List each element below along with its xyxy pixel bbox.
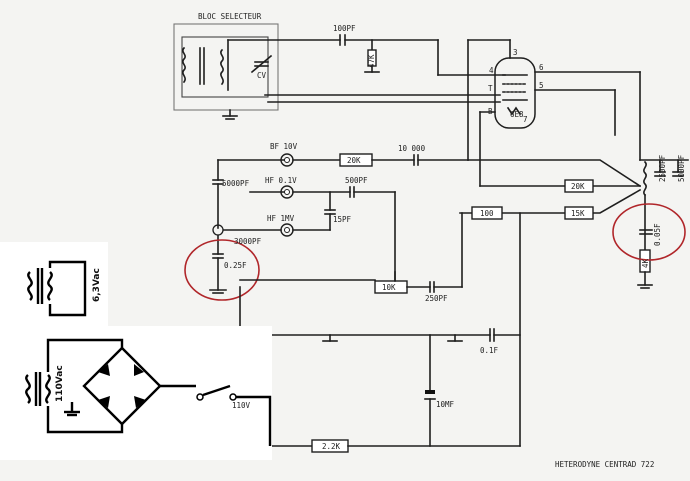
t2-top-wire bbox=[46, 338, 124, 372]
c5000pf-left-label: 5000PF bbox=[222, 179, 250, 188]
tube-6e8 bbox=[479, 57, 641, 161]
r10k-label: 10K bbox=[382, 283, 396, 292]
pin4-label: 4 bbox=[489, 66, 494, 75]
grid-leak-label: 47K bbox=[367, 54, 376, 68]
oscillator-section bbox=[459, 111, 689, 289]
r20k-top-label: 20K bbox=[347, 156, 361, 165]
pin5-label: 5 bbox=[539, 81, 544, 90]
output-section bbox=[184, 153, 469, 301]
selector-box bbox=[173, 23, 279, 111]
bloc-selecteur bbox=[173, 23, 279, 120]
bloc-selecteur-label: BLOC SELECTEUR bbox=[198, 12, 262, 21]
bridge-outline bbox=[82, 346, 162, 426]
r4k-label: 4K bbox=[641, 258, 650, 268]
t2-secondary bbox=[45, 374, 51, 404]
c500pf-label: 500PF bbox=[345, 176, 368, 185]
t1-output-loop bbox=[48, 260, 87, 317]
coil-right bbox=[220, 48, 224, 86]
r100-label: 100 bbox=[480, 209, 494, 218]
c2500pf-label: 2500PF bbox=[658, 154, 667, 182]
diode-4 bbox=[134, 396, 146, 408]
r20k-right bbox=[564, 179, 594, 193]
c01f-label: 0.1F bbox=[480, 346, 499, 355]
hf-01v-label: HF 0.1V bbox=[265, 176, 297, 185]
wire-osc-feed bbox=[467, 159, 642, 188]
pin-t-label: T bbox=[488, 84, 493, 93]
r100 bbox=[471, 206, 503, 220]
cv-arrow bbox=[250, 54, 273, 74]
diode-1 bbox=[98, 364, 110, 376]
r20k-right-label: 20K bbox=[571, 182, 585, 191]
v63-label: 6,3Vac bbox=[92, 268, 102, 302]
lower-wiring bbox=[239, 212, 521, 453]
c10mf-plate-a bbox=[425, 390, 435, 394]
switch-contact-a[interactable] bbox=[196, 393, 204, 401]
coil-left bbox=[182, 46, 186, 84]
highlight-circle-right bbox=[612, 203, 686, 261]
tube-label: 6E8 bbox=[510, 110, 524, 119]
pin7-label: 7 bbox=[523, 115, 528, 124]
diode-2 bbox=[134, 364, 144, 376]
pin6-label: 6 bbox=[539, 63, 544, 72]
diode-3 bbox=[98, 396, 110, 408]
t1-secondary bbox=[47, 271, 53, 301]
switch-110v-label: 110V bbox=[232, 401, 251, 410]
t1-primary bbox=[27, 271, 33, 301]
diagram-title: HETERODYNE CENTRAD 722 bbox=[555, 460, 654, 469]
r15k bbox=[564, 206, 594, 220]
t2-bottom-wire bbox=[46, 406, 124, 434]
overlay-supply-panel bbox=[0, 326, 272, 460]
tube-envelope bbox=[494, 57, 536, 129]
pin3-label: 3 bbox=[513, 48, 518, 57]
c10mf-label: 10MF bbox=[436, 400, 455, 409]
c005f-label: 0.05F bbox=[653, 223, 662, 246]
selector-inner-box bbox=[181, 36, 269, 98]
top-wiring bbox=[227, 34, 511, 161]
switch-lever[interactable] bbox=[202, 384, 231, 397]
wire-15k-feed bbox=[459, 188, 642, 214]
overlay-63v-transformer bbox=[27, 260, 87, 317]
c3000pf-label: 3000PF bbox=[234, 237, 262, 246]
v110-label: 110Vac bbox=[55, 365, 65, 402]
c025f-label: 0.25F bbox=[224, 261, 247, 270]
overlay-63v-panel bbox=[0, 242, 108, 327]
hf01-jack-center bbox=[284, 189, 290, 195]
switch-out-wire bbox=[236, 395, 272, 446]
c100pf-label: 100PF bbox=[333, 24, 356, 33]
r22k-label: 2.2K bbox=[322, 442, 341, 451]
c250pf-label: 250PF bbox=[425, 294, 448, 303]
pin-b-label: B bbox=[488, 107, 493, 116]
tube-filament bbox=[506, 106, 522, 116]
overlay-bridge-supply bbox=[25, 338, 272, 446]
cv-label: CV bbox=[257, 71, 267, 80]
r10000-label: 10 000 bbox=[398, 144, 426, 153]
c5000pf-right-label: 5000PF bbox=[677, 154, 686, 182]
junction-node bbox=[212, 224, 224, 236]
bf-10v-label: BF 10V bbox=[270, 142, 298, 151]
highlight-circle-left bbox=[184, 239, 260, 301]
r15k-label: 15K bbox=[571, 209, 585, 218]
bf-jack-center bbox=[284, 157, 290, 163]
switch-contact-b[interactable] bbox=[229, 393, 237, 401]
hf-1mv-label: HF 1MV bbox=[267, 214, 295, 223]
c15pf-label: 15PF bbox=[333, 215, 352, 224]
t2-primary bbox=[25, 374, 31, 404]
hf1mv-jack-center bbox=[284, 227, 290, 233]
osc-coil bbox=[643, 160, 647, 197]
